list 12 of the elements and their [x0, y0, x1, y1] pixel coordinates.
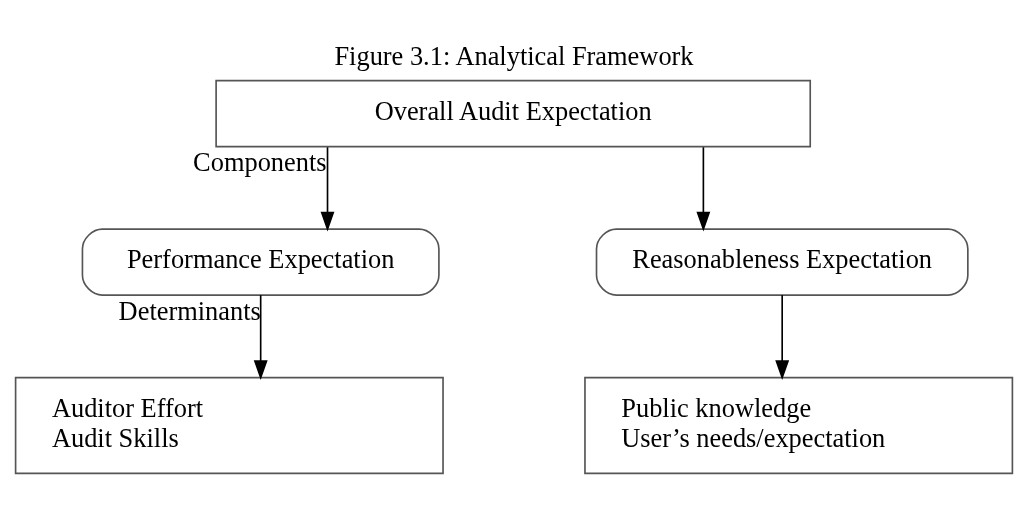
arrow [253, 293, 268, 380]
edge-label: Determinants [118, 295, 261, 326]
node-box: Overall Audit Expectation [214, 79, 811, 147]
node-box: Public knowledge User’s needs/expectation [583, 376, 1013, 474]
edge-label: Components [192, 146, 327, 177]
arrow [774, 293, 789, 380]
diagram-title: Figure 3.1: Analytical Framework [333, 40, 694, 71]
node-box: Performance Expectation [81, 227, 440, 296]
node-box: Auditor Effort Audit Skills [14, 376, 444, 474]
arrow [695, 145, 710, 232]
arrow [320, 145, 334, 232]
node-box: Reasonableness Expectation [595, 227, 969, 296]
